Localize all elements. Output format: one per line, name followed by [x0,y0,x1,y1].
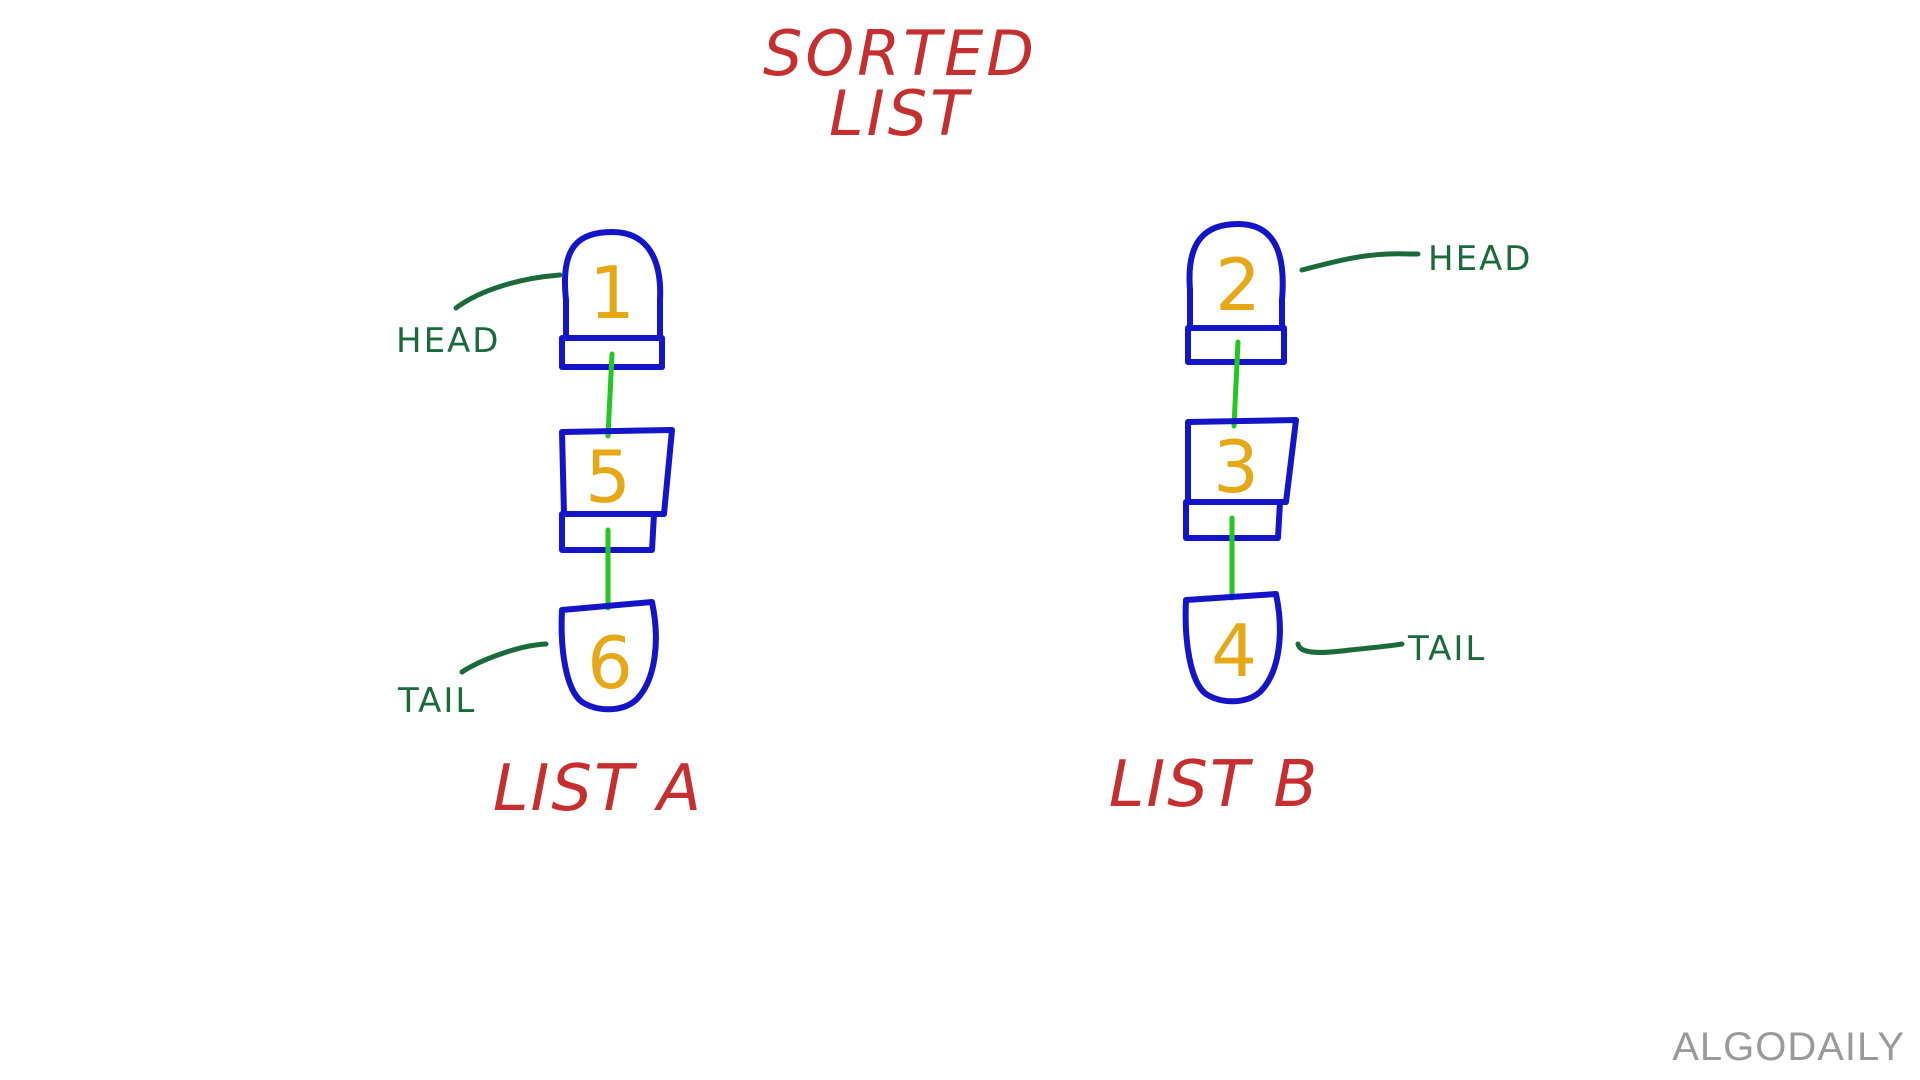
list-b-node-2-box [1185,417,1299,505]
list-a-tail-pointer-line [459,641,549,675]
list-a-label: LIST A [493,752,703,826]
list-a-node-2-value: 5 [585,435,631,519]
list-a-node-2-box [559,427,675,517]
list-b-node-3-box [1182,591,1283,705]
list-b-tail-pointer-line [1295,641,1405,655]
list-a-node-1-pointer-cell [559,335,665,370]
title-line-1: SORTED [763,17,1037,90]
list-b-node-3: 4 [1182,591,1283,705]
list-b-node-1-value: 2 [1215,243,1261,327]
list-b-node-3-value: 4 [1211,609,1257,693]
list-a-node-3: 6 [558,599,659,713]
list-b-tail-label: TAIL [1407,629,1486,669]
list-b-head-pointer-line [1299,251,1421,273]
list-b-node-1: 2 [1185,221,1287,365]
list-a-tail-label: TAIL [397,681,476,721]
list-a-link-1 [605,351,615,439]
list-a-node-1: 1 [559,229,665,370]
list-a-head-pointer-line [453,272,563,311]
list-b-node-2: 3 [1183,417,1299,541]
list-a-node-2-pointer-cell [559,511,657,553]
list-a-node-1-box [561,229,664,341]
list-a-node-3-value: 6 [587,621,633,705]
list-a-node-1-value: 1 [589,251,635,335]
list-b: 2 3 4 HEAD TAIL LIST [1109,221,1533,822]
list-b-node-1-pointer-cell [1185,325,1287,365]
list-a: 1 5 6 HEAD TAIL LIST [396,229,703,826]
list-a-node-3-box [558,599,659,713]
list-a-head-label: HEAD [396,321,501,361]
list-b-node-2-pointer-cell [1183,499,1283,541]
list-b-head-label: HEAD [1428,239,1533,279]
list-b-node-1-box [1186,221,1286,331]
list-b-label: LIST B [1109,748,1320,822]
list-a-node-2: 5 [559,427,675,553]
list-b-link-1 [1231,339,1241,429]
watermark-logo: ALGODAILY [1672,1025,1905,1069]
title-line-2: LIST [829,77,972,150]
list-b-node-2-value: 3 [1213,425,1259,509]
